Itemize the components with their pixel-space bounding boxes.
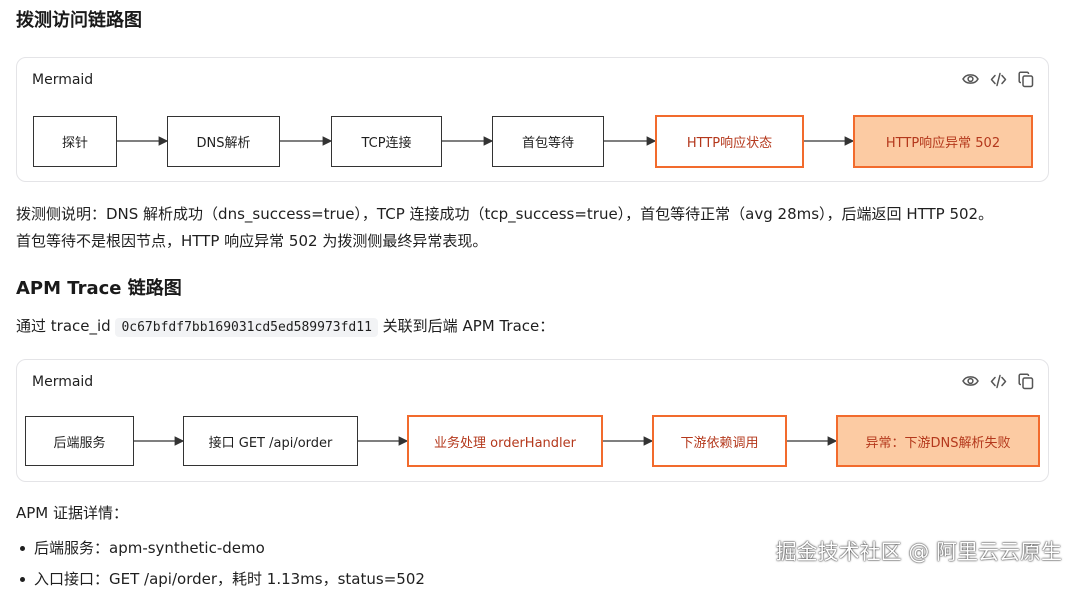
code-icon[interactable]	[988, 371, 1008, 391]
mermaid-label: Mermaid	[32, 374, 94, 390]
mermaid-toolbar	[960, 69, 1036, 89]
evidence-title: APM 证据详情：	[16, 504, 129, 522]
list-item: 后端服务：apm-synthetic-demo	[16, 535, 425, 566]
flow-node-dns: DNS解析	[167, 116, 280, 167]
evidence-list: 后端服务：apm-synthetic-demo 入口接口：GET /api/or…	[16, 535, 425, 597]
flow-node-tcp: TCP连接	[331, 116, 442, 167]
flow-node-api-order: 接口 GET /api/order	[183, 416, 358, 466]
mermaid-card-synthetic: Mermaid 探针 DNS解析 TCP连接 首包等待 HTTP响	[16, 57, 1049, 182]
flow-node-probe: 探针	[33, 116, 117, 167]
trace-id-line: 通过 trace_id 0c67bfdf7bb169031cd5ed589973…	[16, 313, 554, 341]
list-item: 入口接口：GET /api/order，耗时 1.13ms，status=502	[16, 566, 425, 597]
eye-icon[interactable]	[960, 371, 980, 391]
eye-icon[interactable]	[960, 69, 980, 89]
copy-icon[interactable]	[1016, 371, 1036, 391]
trace-suffix: 关联到后端 APM Trace：	[377, 317, 555, 335]
section-title-synthetic: 拨测访问链路图	[16, 10, 142, 31]
flow-node-dns-failure: 异常：下游DNS解析失败	[836, 415, 1040, 467]
flow-node-first-byte: 首包等待	[492, 116, 604, 167]
flow-node-order-handler: 业务处理 orderHandler	[407, 415, 603, 467]
section-title-apm: APM Trace 链路图	[16, 278, 182, 299]
trace-id-code: 0c67bfdf7bb169031cd5ed589973fd11	[115, 318, 378, 337]
copy-icon[interactable]	[1016, 69, 1036, 89]
mermaid-label: Mermaid	[32, 72, 94, 88]
flow-node-http-error: HTTP响应异常 502	[853, 115, 1033, 168]
mermaid-card-apm: Mermaid 后端服务 接口 GET /api/order 业务处理 orde…	[16, 359, 1049, 482]
synthetic-description-line1: 拨测侧说明：DNS 解析成功（dns_success=true），TCP 连接成…	[16, 205, 994, 223]
flow-node-http-status: HTTP响应状态	[655, 115, 804, 168]
code-icon[interactable]	[988, 69, 1008, 89]
flow-edges-synthetic	[117, 136, 855, 146]
flow-node-backend-service: 后端服务	[25, 416, 134, 466]
trace-prefix: 通过 trace_id	[16, 317, 116, 335]
synthetic-description-line2: 首包等待不是根因节点，HTTP 响应异常 502 为拨测侧最终异常表现。	[16, 232, 488, 250]
watermark: 掘金技术社区 @ 阿里云云原生	[775, 540, 1062, 564]
flow-edges-apm	[134, 436, 838, 446]
flow-node-downstream-call: 下游依赖调用	[652, 415, 787, 467]
mermaid-toolbar	[960, 371, 1036, 391]
